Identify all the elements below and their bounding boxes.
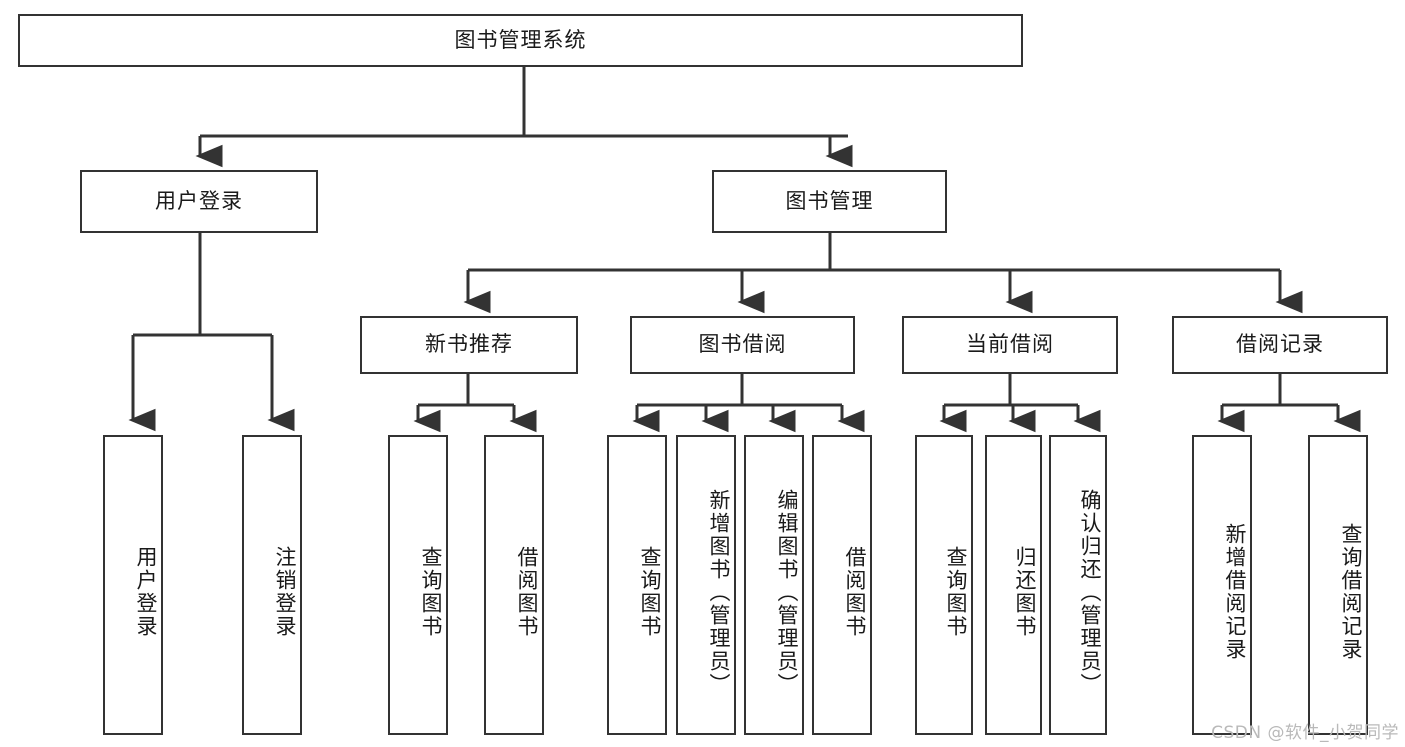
node-new-book-recommend-label: 新书推荐: [425, 332, 513, 357]
node-book-borrow[interactable]: 图书借阅: [630, 316, 855, 374]
node-leaf-return-book[interactable]: 归还图书: [985, 435, 1042, 735]
node-leaf-query-book-3[interactable]: 查询图书: [915, 435, 973, 735]
node-leaf-query-record-label: 查询借阅记录: [1339, 523, 1363, 661]
node-leaf-edit-book-label: 编辑图书（管理员）: [775, 488, 799, 696]
node-leaf-user-login[interactable]: 用户登录: [103, 435, 163, 735]
node-root[interactable]: 图书管理系统: [18, 14, 1023, 67]
node-leaf-user-login-label: 用户登录: [134, 546, 158, 638]
node-current-borrow[interactable]: 当前借阅: [902, 316, 1118, 374]
node-book-manage-label: 图书管理: [785, 188, 874, 213]
node-leaf-borrow-book-2[interactable]: 借阅图书: [812, 435, 872, 735]
node-leaf-edit-book[interactable]: 编辑图书（管理员）: [744, 435, 804, 735]
node-book-manage[interactable]: 图书管理: [712, 170, 947, 233]
node-leaf-query-book-1-label: 查询图书: [419, 546, 443, 638]
node-leaf-query-record[interactable]: 查询借阅记录: [1308, 435, 1368, 735]
node-leaf-logout-login[interactable]: 注销登录: [242, 435, 302, 735]
node-leaf-add-record-label: 新增借阅记录: [1223, 523, 1247, 661]
node-leaf-add-book[interactable]: 新增图书（管理员）: [676, 435, 736, 735]
node-leaf-query-book-2-label: 查询图书: [638, 546, 662, 638]
node-leaf-return-book-label: 归还图书: [1013, 546, 1037, 638]
node-leaf-borrow-book-1[interactable]: 借阅图书: [484, 435, 544, 735]
node-current-borrow-label: 当前借阅: [966, 332, 1054, 357]
node-leaf-borrow-book-1-label: 借阅图书: [515, 546, 539, 638]
node-leaf-add-record[interactable]: 新增借阅记录: [1192, 435, 1252, 735]
csdn-watermark: CSDN @软件_小贺同学: [1211, 723, 1399, 743]
node-leaf-confirm-return[interactable]: 确认归还（管理员）: [1049, 435, 1107, 735]
node-borrow-record-label: 借阅记录: [1236, 332, 1324, 357]
node-user-login-label: 用户登录: [155, 188, 243, 213]
node-book-borrow-label: 图书借阅: [698, 332, 787, 357]
node-leaf-query-book-2[interactable]: 查询图书: [607, 435, 667, 735]
node-root-label: 图书管理系统: [454, 27, 587, 52]
node-leaf-query-book-3-label: 查询图书: [944, 546, 968, 638]
node-leaf-query-book-1[interactable]: 查询图书: [388, 435, 448, 735]
node-leaf-confirm-return-label: 确认归还（管理员）: [1078, 488, 1102, 696]
node-leaf-logout-login-label: 注销登录: [273, 546, 297, 638]
node-user-login[interactable]: 用户登录: [80, 170, 318, 233]
node-leaf-add-book-label: 新增图书（管理员）: [707, 488, 731, 696]
node-new-book-recommend[interactable]: 新书推荐: [360, 316, 578, 374]
node-leaf-borrow-book-2-label: 借阅图书: [843, 546, 867, 638]
node-borrow-record[interactable]: 借阅记录: [1172, 316, 1388, 374]
